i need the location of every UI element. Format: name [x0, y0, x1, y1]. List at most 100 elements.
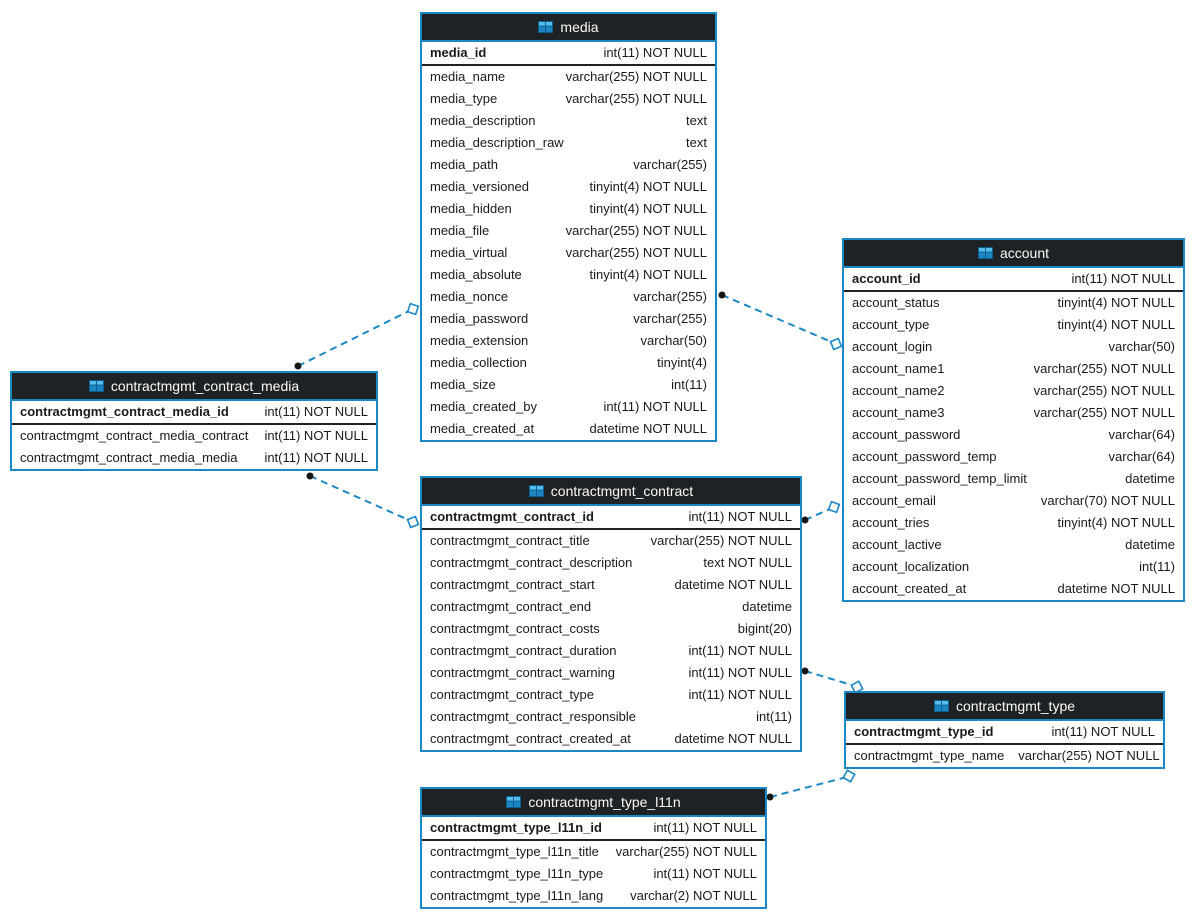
column-name: account_password_temp_limit	[852, 471, 1027, 486]
column-type: text NOT NULL	[703, 555, 792, 570]
table-header[interactable]: contractmgmt_type	[846, 693, 1163, 721]
relationship-contractmgmt_contract_media-contractmgmt_contract[interactable]	[306, 472, 420, 529]
relationship-endpoint-dot	[801, 667, 809, 675]
relationship-endpoint-dot	[766, 793, 774, 801]
relationship-media-account[interactable]	[718, 291, 843, 351]
column-type: datetime NOT NULL	[1057, 581, 1175, 596]
column-name: account_tries	[852, 515, 930, 530]
column-type: int(11) NOT NULL	[1071, 271, 1175, 286]
column-name: media_path	[430, 157, 498, 172]
column-name: contractmgmt_contract_start	[430, 577, 595, 592]
table-header[interactable]: account	[844, 240, 1183, 268]
column-type: varchar(255)	[633, 311, 707, 326]
column-name: media_size	[430, 377, 496, 392]
column-name: contractmgmt_type_name	[854, 748, 1005, 763]
table-title: media	[560, 19, 599, 35]
relationship-contractmgmt_contract-account[interactable]	[801, 500, 841, 524]
column-type: int(11) NOT NULL	[688, 509, 792, 524]
column-name: contractmgmt_contract_media_media	[20, 450, 238, 465]
column-name: contractmgmt_type_l11n_title	[430, 844, 599, 859]
column-type: varchar(255) NOT NULL	[565, 223, 707, 238]
table-header[interactable]: contractmgmt_type_l11n	[422, 789, 765, 817]
column-type: tinyint(4) NOT NULL	[589, 267, 707, 282]
relationship-endpoint-dot	[718, 291, 726, 299]
table-header[interactable]: contractmgmt_contract	[422, 478, 800, 506]
column-name: account_password	[852, 427, 961, 442]
column-row[interactable]: contractmgmt_contract_description text NO…	[422, 552, 800, 574]
relationship-contractmgmt_contract-contractmgmt_type[interactable]	[801, 667, 864, 694]
column-row[interactable]: account_created_at datetime NOT NULL	[844, 578, 1183, 600]
relationship-contractmgmt_contract_media-media[interactable]	[294, 302, 420, 370]
column-name: account_created_at	[852, 581, 967, 596]
relationship-contractmgmt_type_l11n-contractmgmt_type[interactable]	[766, 769, 856, 801]
column-name: contractmgmt_contract_description	[430, 555, 633, 570]
column-name: media_id	[430, 45, 487, 60]
column-type: int(11) NOT NULL	[264, 404, 368, 419]
column-type: varchar(255) NOT NULL	[565, 245, 707, 260]
table-header[interactable]: media	[422, 14, 715, 42]
column-name: account_email	[852, 493, 936, 508]
column-name: account_type	[852, 317, 930, 332]
table-header[interactable]: contractmgmt_contract_media	[12, 373, 376, 401]
column-type: text	[686, 135, 707, 150]
